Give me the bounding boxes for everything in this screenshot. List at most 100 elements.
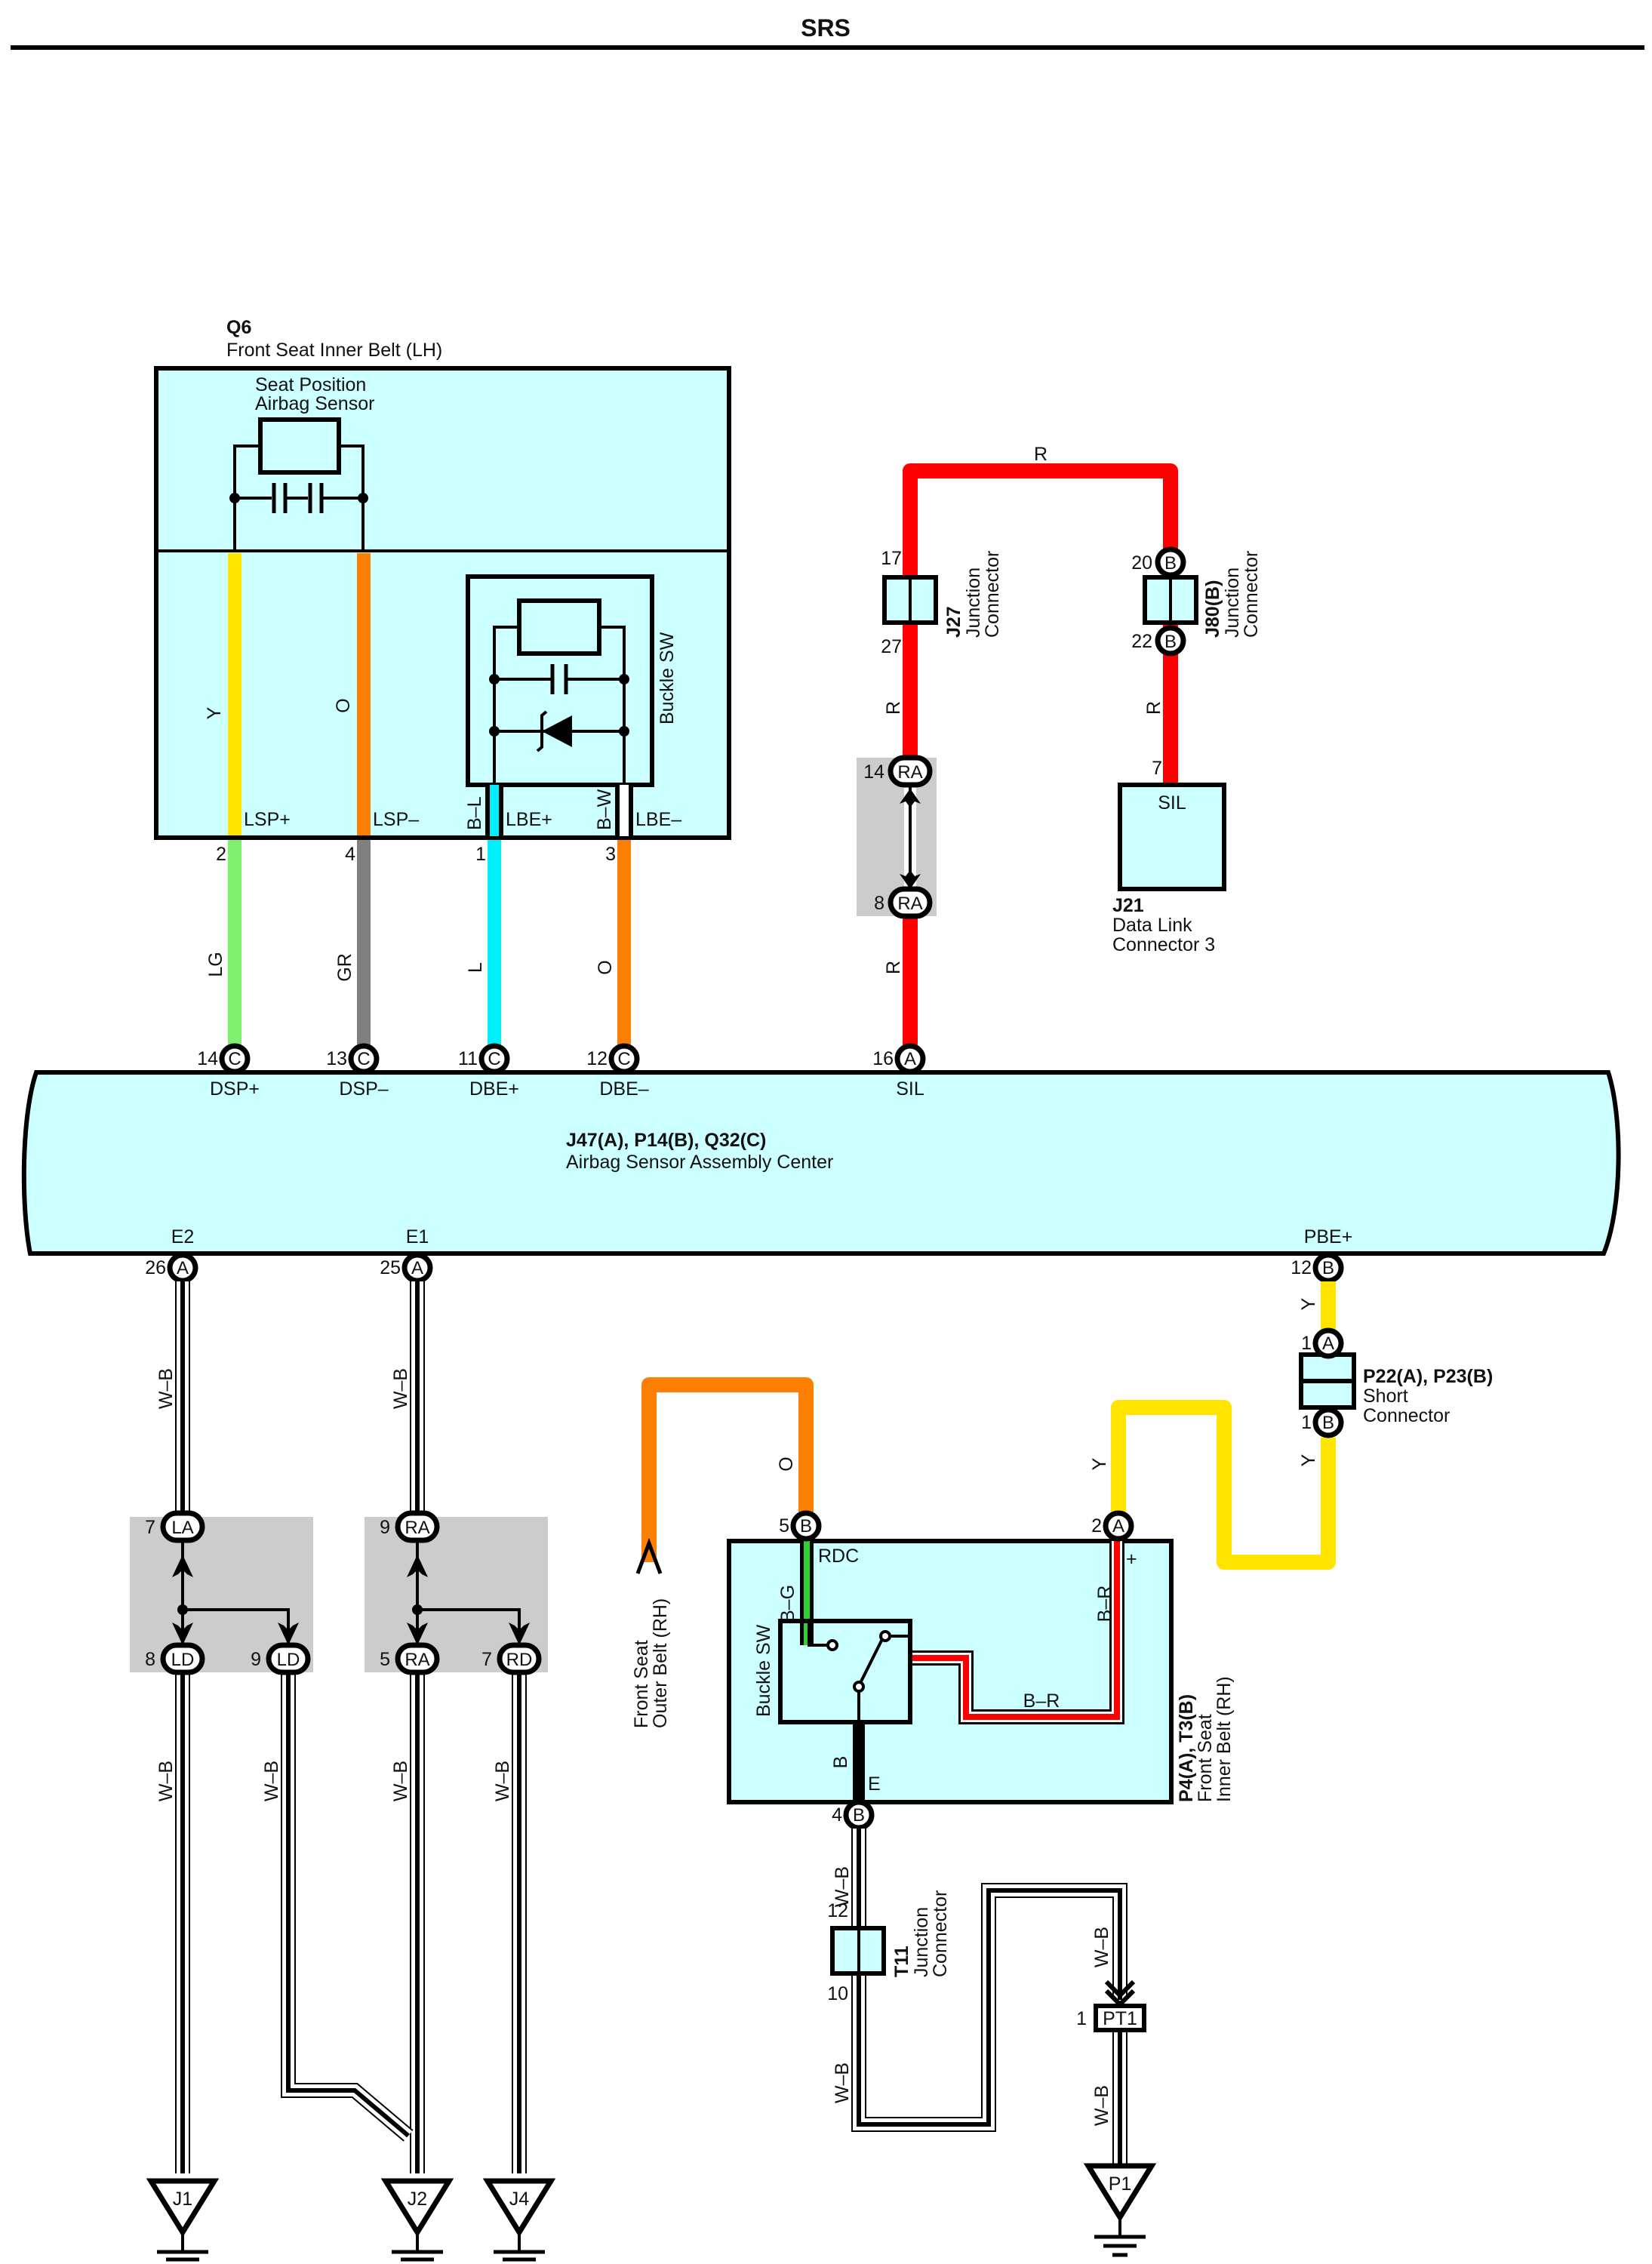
svg-text:A: A xyxy=(904,1049,916,1069)
svg-text:16: 16 xyxy=(872,1048,894,1069)
splice-ra-sil[interactable]: RA 14 RA 8 xyxy=(857,755,937,919)
svg-text:25: 25 xyxy=(380,1257,401,1278)
svg-text:PBE+: PBE+ xyxy=(1304,1226,1353,1247)
svg-text:DSP+: DSP+ xyxy=(210,1078,260,1100)
pin-dbe-plus[interactable]: C 11 DBE+ xyxy=(458,1043,519,1100)
svg-text:J1: J1 xyxy=(173,2189,192,2210)
svg-text:SIL: SIL xyxy=(896,1078,924,1100)
svg-text:B–R: B–R xyxy=(1094,1586,1115,1623)
svg-text:P1: P1 xyxy=(1109,2173,1132,2195)
svg-text:7: 7 xyxy=(481,1649,492,1670)
svg-text:Connector 3: Connector 3 xyxy=(1112,934,1215,955)
pin-dsp-plus[interactable]: C 14 DSP+ xyxy=(197,1043,260,1100)
svg-text:W–B: W–B xyxy=(390,1761,411,1801)
header-rule xyxy=(11,45,1644,50)
svg-text:O: O xyxy=(776,1457,797,1471)
svg-text:20: 20 xyxy=(1131,552,1152,574)
ground-circuit-right[interactable]: W–B W–B W–B W–B 12 10 T11 Junction Conne… xyxy=(827,1829,1157,2257)
svg-text:W–B: W–B xyxy=(832,2063,853,2103)
svg-text:1: 1 xyxy=(1301,1412,1312,1433)
j21-data-link-connector[interactable]: SIL 7 J21 Data Link Connector 3 xyxy=(1112,758,1226,955)
sil-circuit[interactable]: R 17 27 J27 Junction Connector R RA 14 R… xyxy=(857,444,1262,1045)
q6-name: Front Seat Inner Belt (LH) xyxy=(226,340,442,361)
svg-text:W–B: W–B xyxy=(492,1761,513,1801)
svg-text:Data Link: Data Link xyxy=(1112,915,1192,936)
svg-text:LD: LD xyxy=(171,1650,195,1670)
svg-text:W–B: W–B xyxy=(1091,2085,1112,2126)
svg-text:W–B: W–B xyxy=(155,1368,177,1409)
svg-text:B–R: B–R xyxy=(1023,1690,1060,1712)
terminal-lbe-plus: LBE+ xyxy=(506,809,552,830)
wire-label-bl: B–L xyxy=(464,796,485,830)
ground-p1[interactable]: P1 xyxy=(1083,2163,1157,2257)
svg-text:GR: GR xyxy=(334,953,355,982)
svg-text:Y: Y xyxy=(1089,1457,1110,1470)
sensor-label-2: Airbag Sensor xyxy=(255,393,374,414)
svg-text:4: 4 xyxy=(345,844,355,865)
svg-text:7: 7 xyxy=(1152,758,1162,779)
pin-e1[interactable]: E1 A 25 xyxy=(380,1226,433,1284)
rh-inner-belt[interactable]: O Front Seat Outer Belt (RH) B–G RDC B–R… xyxy=(631,1377,1235,1864)
svg-text:Connector: Connector xyxy=(982,551,1003,638)
svg-text:Connector: Connector xyxy=(930,1890,951,1977)
svg-text:LG: LG xyxy=(205,952,226,977)
splice-la[interactable]: LA 7 LD 8 LD 9 xyxy=(130,1510,313,1675)
q6-component[interactable]: Q6 Front Seat Inner Belt (LH) Seat Posit… xyxy=(154,317,731,840)
ground-j2[interactable]: J2 xyxy=(380,2178,454,2262)
svg-text:11: 11 xyxy=(458,1048,478,1069)
svg-text:8: 8 xyxy=(145,1649,155,1670)
ground-circuit-left[interactable]: W–B W–B W–B W–B W–B W–B LA 7 LD 8 LD 9 xyxy=(130,1281,556,2262)
wire-l[interactable]: 1 L xyxy=(465,840,501,1045)
wire-gr[interactable]: 4 GR xyxy=(334,840,371,1045)
svg-text:J21: J21 xyxy=(1112,895,1144,916)
svg-text:12: 12 xyxy=(586,1048,608,1069)
svg-text:J2: J2 xyxy=(408,2189,427,2210)
sensor-label-1: Seat Position xyxy=(255,374,366,395)
svg-text:4: 4 xyxy=(832,1804,842,1826)
pt1-connector[interactable]: PT1 1 xyxy=(1076,2004,1146,2032)
svg-text:R: R xyxy=(1143,701,1164,715)
ground-j4[interactable]: J4 xyxy=(482,2178,556,2262)
page-title: SRS xyxy=(801,14,851,42)
svg-text:B: B xyxy=(830,1756,851,1769)
pin-dbe-minus[interactable]: C 12 DBE– xyxy=(586,1043,649,1100)
j27-junction-connector[interactable]: 17 27 J27 Junction Connector xyxy=(881,548,1003,657)
svg-text:Connector: Connector xyxy=(1241,551,1262,638)
svg-text:12: 12 xyxy=(827,1900,848,1921)
svg-text:T11: T11 xyxy=(891,1946,912,1977)
pin-pbe-plus[interactable]: PBE+ B 12 xyxy=(1291,1226,1353,1284)
svg-text:E2: E2 xyxy=(171,1226,195,1247)
ground-j1[interactable]: J1 xyxy=(146,2178,220,2262)
short-connector-p22-p23[interactable]: A 1 B 1 P22(A), P23(B) Short Connector xyxy=(1299,1327,1493,1438)
wire-label-r-top: R xyxy=(1034,444,1047,465)
svg-text:14: 14 xyxy=(863,761,884,783)
t11-junction-connector[interactable]: 12 10 T11 Junction Connector xyxy=(827,1890,951,2004)
buckle-sw-rh-label: Buckle SW xyxy=(753,1624,774,1717)
pin-sil[interactable]: A 16 SIL xyxy=(872,1043,926,1100)
svg-text:7: 7 xyxy=(145,1517,155,1538)
pin-e2[interactable]: E2 A 26 xyxy=(145,1226,198,1284)
q6-code: Q6 xyxy=(226,317,251,338)
svg-text:RA: RA xyxy=(897,762,922,783)
svg-text:C: C xyxy=(357,1049,370,1069)
j80-junction-connector[interactable]: B B 20 22 J80(B) Junction Connector xyxy=(1131,546,1262,657)
airbag-sensor-assembly-center[interactable]: J47(A), P14(B), Q32(C) Airbag Sensor Ass… xyxy=(21,1070,1621,1256)
pin-dsp-minus[interactable]: C 13 DSP– xyxy=(326,1043,389,1100)
svg-text:26: 26 xyxy=(145,1257,166,1278)
pbe-circuit[interactable]: Y Y Y A 1 B 1 P22(A), P23(B) Short Conne… xyxy=(1089,1281,1493,1570)
svg-text:Y: Y xyxy=(1298,1453,1319,1466)
splice-ra-ground[interactable]: RA 9 RA 5 RD 7 xyxy=(365,1510,548,1675)
terminal-lsp-plus: LSP+ xyxy=(244,809,291,830)
svg-text:E1: E1 xyxy=(406,1226,429,1247)
svg-text:8: 8 xyxy=(874,893,884,914)
svg-text:W–B: W–B xyxy=(390,1368,411,1409)
wire-lg[interactable]: 2 LG xyxy=(205,840,241,1045)
outer-belt-label: Front Seat xyxy=(631,1640,652,1728)
wire-o[interactable]: 3 O xyxy=(595,840,631,1045)
buckle-sw-lh-label: Buckle SW xyxy=(657,632,678,724)
svg-text:1: 1 xyxy=(475,844,486,865)
svg-text:B: B xyxy=(1164,553,1177,574)
svg-text:LD: LD xyxy=(277,1650,300,1670)
svg-text:RA: RA xyxy=(405,1518,429,1538)
